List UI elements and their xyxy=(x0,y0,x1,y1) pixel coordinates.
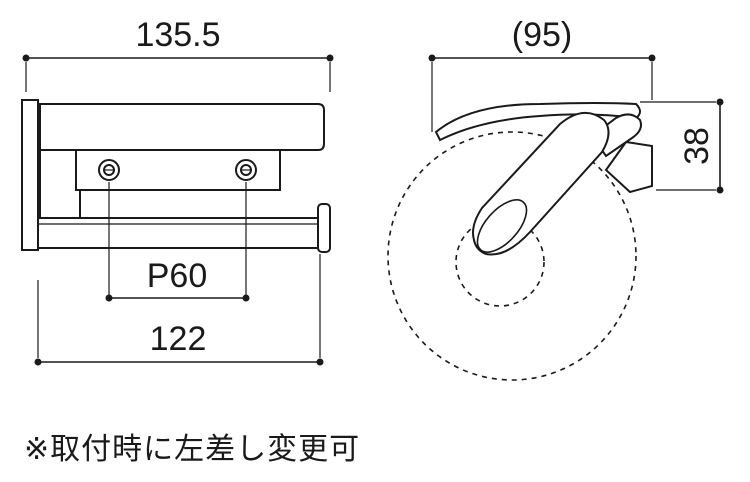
shaft-end-cap xyxy=(317,203,331,253)
overall-width-label: 135.5 xyxy=(135,16,220,54)
screw-left xyxy=(98,159,120,181)
dimension-overall-width: 135.5 xyxy=(22,16,334,92)
paper-shaft xyxy=(37,217,321,249)
dimension-pitch: P60 xyxy=(105,257,250,302)
dimension-endpoint xyxy=(316,358,324,366)
front-view: 135.5 xyxy=(21,16,334,366)
dimension-height: 38 xyxy=(640,98,724,194)
dimension-endpoint xyxy=(105,294,113,302)
side-shaft-end xyxy=(476,199,528,253)
holder-body xyxy=(39,149,81,221)
base-width-label: 122 xyxy=(150,320,207,358)
side-view: (95) 38 xyxy=(387,16,724,381)
dimension-endpoint xyxy=(716,186,724,194)
paper-roll-outline xyxy=(387,131,637,381)
dimension-endpoint xyxy=(648,54,656,62)
dimension-endpoint xyxy=(34,358,42,366)
shelf-cover xyxy=(39,103,325,151)
depth-label: (95) xyxy=(512,16,572,54)
dimension-endpoint xyxy=(242,294,250,302)
dimension-depth: (95) xyxy=(428,16,656,132)
pitch-label: P60 xyxy=(147,257,208,295)
side-bracket xyxy=(604,140,653,194)
dimension-endpoint xyxy=(716,98,724,106)
dimension-endpoint xyxy=(22,54,30,62)
dimension-base-width: 122 xyxy=(34,254,324,366)
dimension-endpoint xyxy=(428,54,436,62)
paper-core-outline xyxy=(455,217,545,307)
screw-right xyxy=(235,159,257,181)
wall-plate xyxy=(21,99,39,251)
mounting-note: ※取付時に左差し変更可 xyxy=(24,432,361,467)
height-label: 38 xyxy=(678,127,716,165)
dimension-endpoint xyxy=(326,54,334,62)
